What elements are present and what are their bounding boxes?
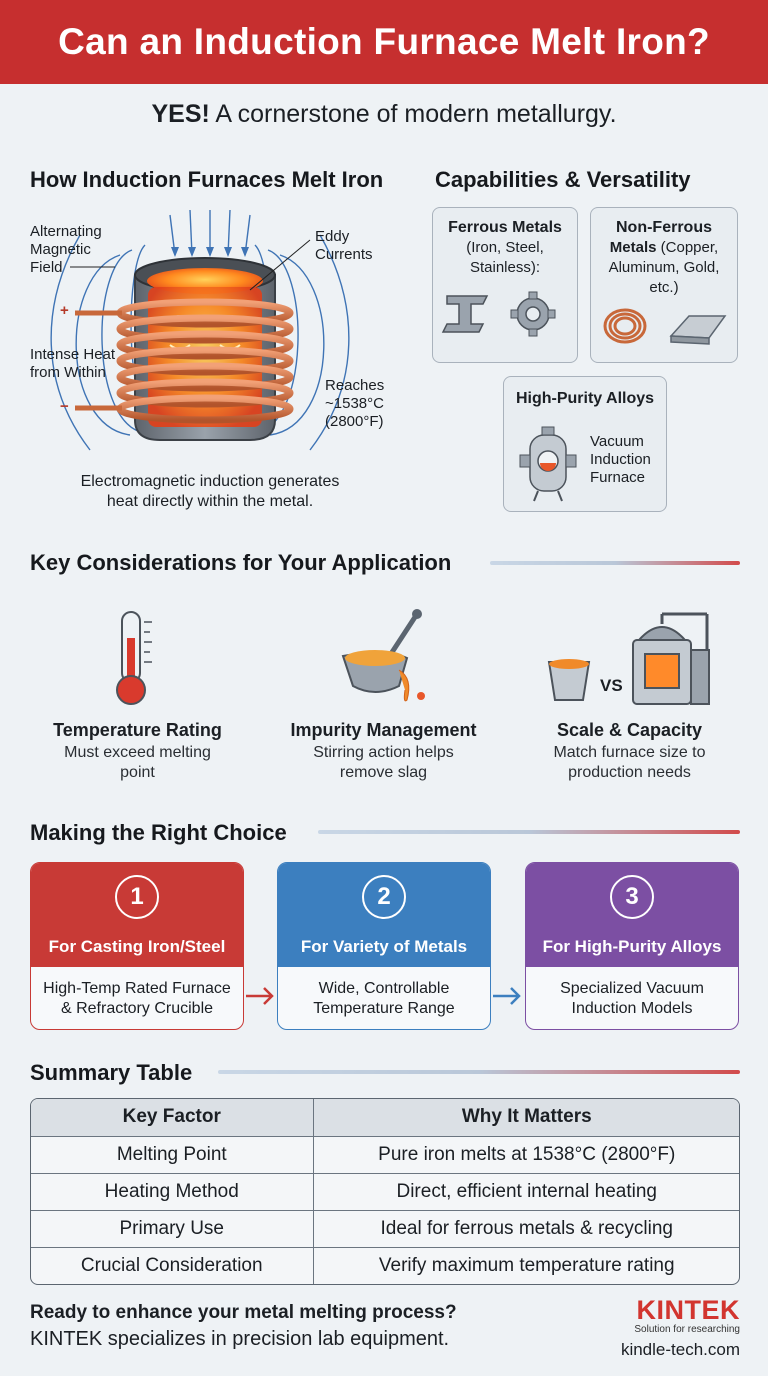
copper-coil-icon: [603, 308, 647, 344]
induction-furnace-diagram: [50, 209, 350, 451]
page-title: Can an Induction Furnace Melt Iron?: [58, 21, 710, 62]
ingot-icon: [669, 315, 727, 345]
summary-title: Summary Table: [30, 1060, 193, 1085]
step-number: 3: [610, 875, 654, 919]
label-magnetic-field: Alternating Magnetic Field: [30, 223, 102, 276]
footer-cta: Ready to enhance your metal melting proc…: [30, 1302, 457, 1323]
table-row: Melting Point Pure iron melts at 1538°C …: [31, 1135, 739, 1174]
table-cell: Pure iron melts at 1538°C (2800°F): [312, 1135, 739, 1174]
kintek-logo: KINTEK Solution for researching: [600, 1296, 740, 1336]
brand-tagline: Solution for researching: [634, 1324, 740, 1335]
consideration-temperature: Temperature Rating Must exceed melting p…: [53, 720, 222, 781]
table-cell: Primary Use: [31, 1209, 314, 1248]
table-row: Primary Use Ideal for ferrous metals & r…: [31, 1209, 739, 1248]
brand-name: KINTEK: [636, 1295, 740, 1325]
table-cell: Ideal for ferrous metals & recycling: [312, 1209, 739, 1248]
non-ferrous-metals-box: Non-Ferrous Metals (Copper, Aluminum, Go…: [590, 207, 738, 363]
subtitle-yes: YES!: [151, 100, 210, 128]
table-cell: Heating Method: [31, 1172, 314, 1211]
step-number: 1: [115, 875, 159, 919]
summary-divider: [218, 1070, 740, 1074]
gear-icon: [510, 291, 556, 337]
plus-terminal: +: [60, 302, 69, 319]
arrow-right-icon: [493, 987, 521, 1005]
considerations-title: Key Considerations for Your Application: [30, 550, 452, 575]
website-link[interactable]: kindle-tech.com: [620, 1340, 740, 1359]
arrow-right-icon: [246, 987, 274, 1005]
table-row: Heating Method Direct, efficient interna…: [31, 1172, 739, 1211]
choice-card-2: 2 For Variety of Metals Wide, Controllab…: [277, 862, 491, 1030]
label-eddy-currents: Eddy Currents: [315, 228, 373, 263]
minus-terminal: −: [60, 398, 69, 415]
capabilities-title: Capabilities & Versatility: [435, 167, 691, 192]
card-body: High-Temp Rated Furnace& Refractory Cruc…: [43, 980, 231, 1017]
card-label: For Casting Iron/Steel: [48, 937, 226, 956]
card-label: For Variety of Metals: [300, 937, 468, 956]
ladle-icon: [341, 609, 425, 702]
summary-table: Key Factor Why It Matters Melting Point …: [30, 1098, 740, 1285]
how-title: How Induction Furnaces Melt Iron: [30, 167, 384, 192]
copper-coil: [75, 298, 294, 424]
card-label: For High-Purity Alloys: [542, 937, 722, 956]
table-header-row: Key Factor Why It Matters: [31, 1099, 739, 1137]
choice-divider: [318, 830, 740, 834]
choice-card-1: 1 For Casting Iron/Steel High-Temp Rated…: [30, 862, 244, 1030]
table-cell: Crucial Consideration: [31, 1246, 314, 1284]
ferrous-metals-box: Ferrous Metals (Iron, Steel, Stainless):: [432, 207, 578, 363]
column-header: Why It Matters: [312, 1099, 739, 1137]
choice-card-3: 3 For High-Purity Alloys Specialized Vac…: [525, 862, 739, 1030]
choice-title: Making the Right Choice: [30, 820, 287, 845]
thermometer-icon: [116, 611, 152, 705]
vs-label: VS: [600, 676, 623, 695]
column-header: Key Factor: [31, 1099, 314, 1137]
scale-comparison-icon: [547, 612, 710, 705]
how-caption: Electromagnetic induction generates heat…: [80, 473, 340, 510]
table-row: Crucial Consideration Verify maximum tem…: [31, 1246, 739, 1284]
label-intense-heat: Intense Heat from Within: [30, 346, 116, 381]
high-purity-alloys-box: High-Purity Alloys Vacuum Induction Furn…: [503, 376, 667, 512]
table-cell: Direct, efficient internal heating: [312, 1172, 739, 1211]
vacuum-furnace-icon: [519, 426, 577, 502]
footer-subtext: KINTEK specializes in precision lab equi…: [30, 1328, 450, 1350]
subtitle-text: A cornerstone of modern metallurgy.: [209, 100, 617, 128]
consideration-scale: Scale & Capacity Match furnace size to p…: [553, 720, 706, 781]
page-header: Can an Induction Furnace Melt Iron?: [0, 0, 768, 84]
label-reaches-temp: Reaches ~1538°C (2800°F): [325, 377, 385, 430]
step-number: 2: [362, 875, 406, 919]
table-cell: Verify maximum temperature rating: [312, 1246, 739, 1284]
consideration-impurity: Impurity Management Stirring action help…: [290, 720, 477, 781]
subtitle: YES! A cornerstone of modern metallurgy.: [0, 100, 768, 129]
i-beam-icon: [441, 295, 489, 333]
table-cell: Melting Point: [31, 1135, 314, 1174]
considerations-divider: [490, 561, 740, 565]
